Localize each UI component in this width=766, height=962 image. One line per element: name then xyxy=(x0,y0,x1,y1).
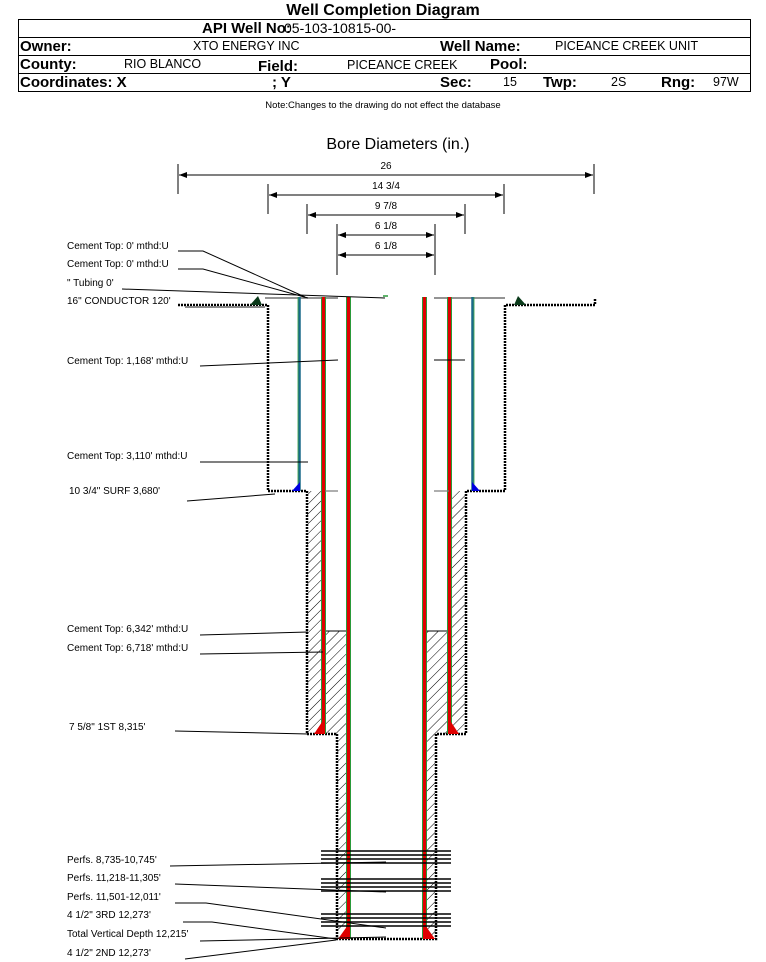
annotation-cement-top-3110: Cement Top: 3,110' mthd:U xyxy=(67,451,188,462)
sec-label: Sec: xyxy=(440,74,472,91)
cement-right-intermediate xyxy=(450,491,466,734)
twp-value: 2S xyxy=(611,75,627,89)
annotations: Cement Top: 0' mthd:U Cement Top: 0' mth… xyxy=(67,241,387,960)
dimension-lines: 26 14 3/4 9 7/8 6 1/8 6 1/8 xyxy=(177,161,595,275)
database-note: Note:Changes to the drawing do not effec… xyxy=(265,100,501,111)
leader-line xyxy=(178,250,306,298)
production-shoe-right-icon xyxy=(423,925,435,939)
coordinates-label: Coordinates: X xyxy=(20,74,127,91)
sec-value: 15 xyxy=(503,75,517,89)
annotation-perfs-2: Perfs. 11,218-11,305' xyxy=(67,873,161,884)
cement-right-production xyxy=(425,734,436,939)
dim-14-3-4: 14 3/4 xyxy=(267,181,505,214)
cement-right-production-top xyxy=(425,631,450,734)
perf-band-2 xyxy=(321,878,451,892)
cement-regions xyxy=(307,491,466,939)
annotation-cement-top-0-b: Cement Top: 0' mthd:U xyxy=(67,259,169,270)
intermediate-shoe-right-icon xyxy=(449,722,459,734)
county-label: County: xyxy=(20,56,77,73)
twp-label: Twp: xyxy=(543,74,577,91)
well-header-table: API Well No: 05-103-10815-00- Owner: XTO… xyxy=(18,19,751,92)
rng-label: Rng: xyxy=(661,74,696,91)
annotation-cement-top-1168: Cement Top: 1,168' mthd:U xyxy=(67,356,188,367)
annotation-perfs-1: Perfs. 8,735-10,745' xyxy=(67,855,157,866)
owner-row: Owner: XTO ENERGY INC Well Name: PICEANC… xyxy=(19,38,750,56)
cement-left-production xyxy=(337,734,348,939)
intermediate-shoe-left-icon xyxy=(314,722,324,734)
leader-line xyxy=(174,883,387,893)
leader-line xyxy=(178,268,309,299)
annotation-tubing: " Tubing 0' xyxy=(67,278,114,289)
coordinates-y-label: ; Y xyxy=(272,74,291,91)
surface-casing xyxy=(292,297,480,491)
owner-label: Owner: xyxy=(20,38,72,55)
leader-line xyxy=(186,493,276,502)
annotation-total-vertical-depth: Total Vertical Depth 12,215' xyxy=(67,929,189,940)
pool-label: Pool: xyxy=(490,56,528,73)
leader-line xyxy=(199,359,339,367)
leader-line xyxy=(199,631,309,636)
borehole-wall xyxy=(178,298,597,941)
intermediate-casing xyxy=(314,297,459,734)
cement-left-production-top xyxy=(323,631,348,734)
leader-line xyxy=(174,730,309,735)
annotation-cement-top-0-a: Cement Top: 0' mthd:U xyxy=(67,241,169,252)
dim-label-14-3-4: 14 3/4 xyxy=(372,181,400,192)
api-row: API Well No: 05-103-10815-00- xyxy=(19,20,750,38)
dim-label-9-7-8: 9 7/8 xyxy=(375,201,398,212)
well-name-label: Well Name: xyxy=(440,38,521,55)
dim-label-6-1-8-b: 6 1/8 xyxy=(375,241,398,252)
cement-left-intermediate xyxy=(307,491,323,734)
annotation-perfs-3: Perfs. 11,501-12,011' xyxy=(67,892,161,903)
coordinates-row: Coordinates: X ; Y Sec: 15 Twp: 2S Rng: … xyxy=(19,74,750,91)
dim-9-7-8: 9 7/8 xyxy=(306,201,466,234)
bore-diameters-title: Bore Diameters (in.) xyxy=(326,136,469,153)
county-value: RIO BLANCO xyxy=(124,57,202,71)
diagram-title: Well Completion Diagram xyxy=(286,2,480,19)
field-value: PICEANCE CREEK xyxy=(347,58,458,72)
leader-line xyxy=(169,861,387,867)
conductor-shoe-right-icon xyxy=(514,296,526,305)
production-shoe-left-icon xyxy=(338,925,350,939)
annotation-conductor: 16" CONDUCTOR 120' xyxy=(67,296,171,307)
owner-value: XTO ENERGY INC xyxy=(193,39,300,53)
api-value: 05-103-10815-00- xyxy=(284,20,397,36)
county-row: County: RIO BLANCO Field: PICEANCE CREEK… xyxy=(19,56,750,75)
surface-shoe-right-icon xyxy=(472,482,480,491)
leader-line xyxy=(121,288,386,299)
dim-6-1-8-a: 6 1/8 xyxy=(336,221,436,275)
api-label: API Well No: xyxy=(202,20,291,37)
dim-label-26: 26 xyxy=(380,161,392,172)
leader-line xyxy=(199,651,324,655)
annotation-production-casing-2nd: 4 1/2" 2ND 12,273' xyxy=(67,948,151,959)
rng-value: 97W xyxy=(713,75,739,89)
dim-label-6-1-8-a: 6 1/8 xyxy=(375,221,398,232)
annotation-intermediate-casing: 7 5/8" 1ST 8,315' xyxy=(69,722,146,733)
annotation-production-casing-3rd: 4 1/2" 3RD 12,273' xyxy=(67,910,151,921)
leader-line xyxy=(183,921,337,940)
annotation-cement-top-6342: Cement Top: 6,342' mthd:U xyxy=(67,624,188,635)
dim-26: 26 xyxy=(177,161,595,194)
well-name-value: PICEANCE CREEK UNIT xyxy=(555,39,699,53)
annotation-cement-top-6718: Cement Top: 6,718' mthd:U xyxy=(67,643,188,654)
field-label: Field: xyxy=(258,58,298,75)
surface-shoe-left-icon xyxy=(292,482,300,491)
conductor-shoe-left-icon xyxy=(250,296,262,305)
dim-6-1-8-b: 6 1/8 xyxy=(338,241,434,258)
production-casing xyxy=(338,297,435,939)
annotation-surface-casing: 10 3/4" SURF 3,680' xyxy=(69,486,160,497)
leader-line xyxy=(184,939,337,960)
leader-line xyxy=(175,902,387,929)
borehole-outline xyxy=(178,298,597,941)
leader-line xyxy=(199,936,387,942)
